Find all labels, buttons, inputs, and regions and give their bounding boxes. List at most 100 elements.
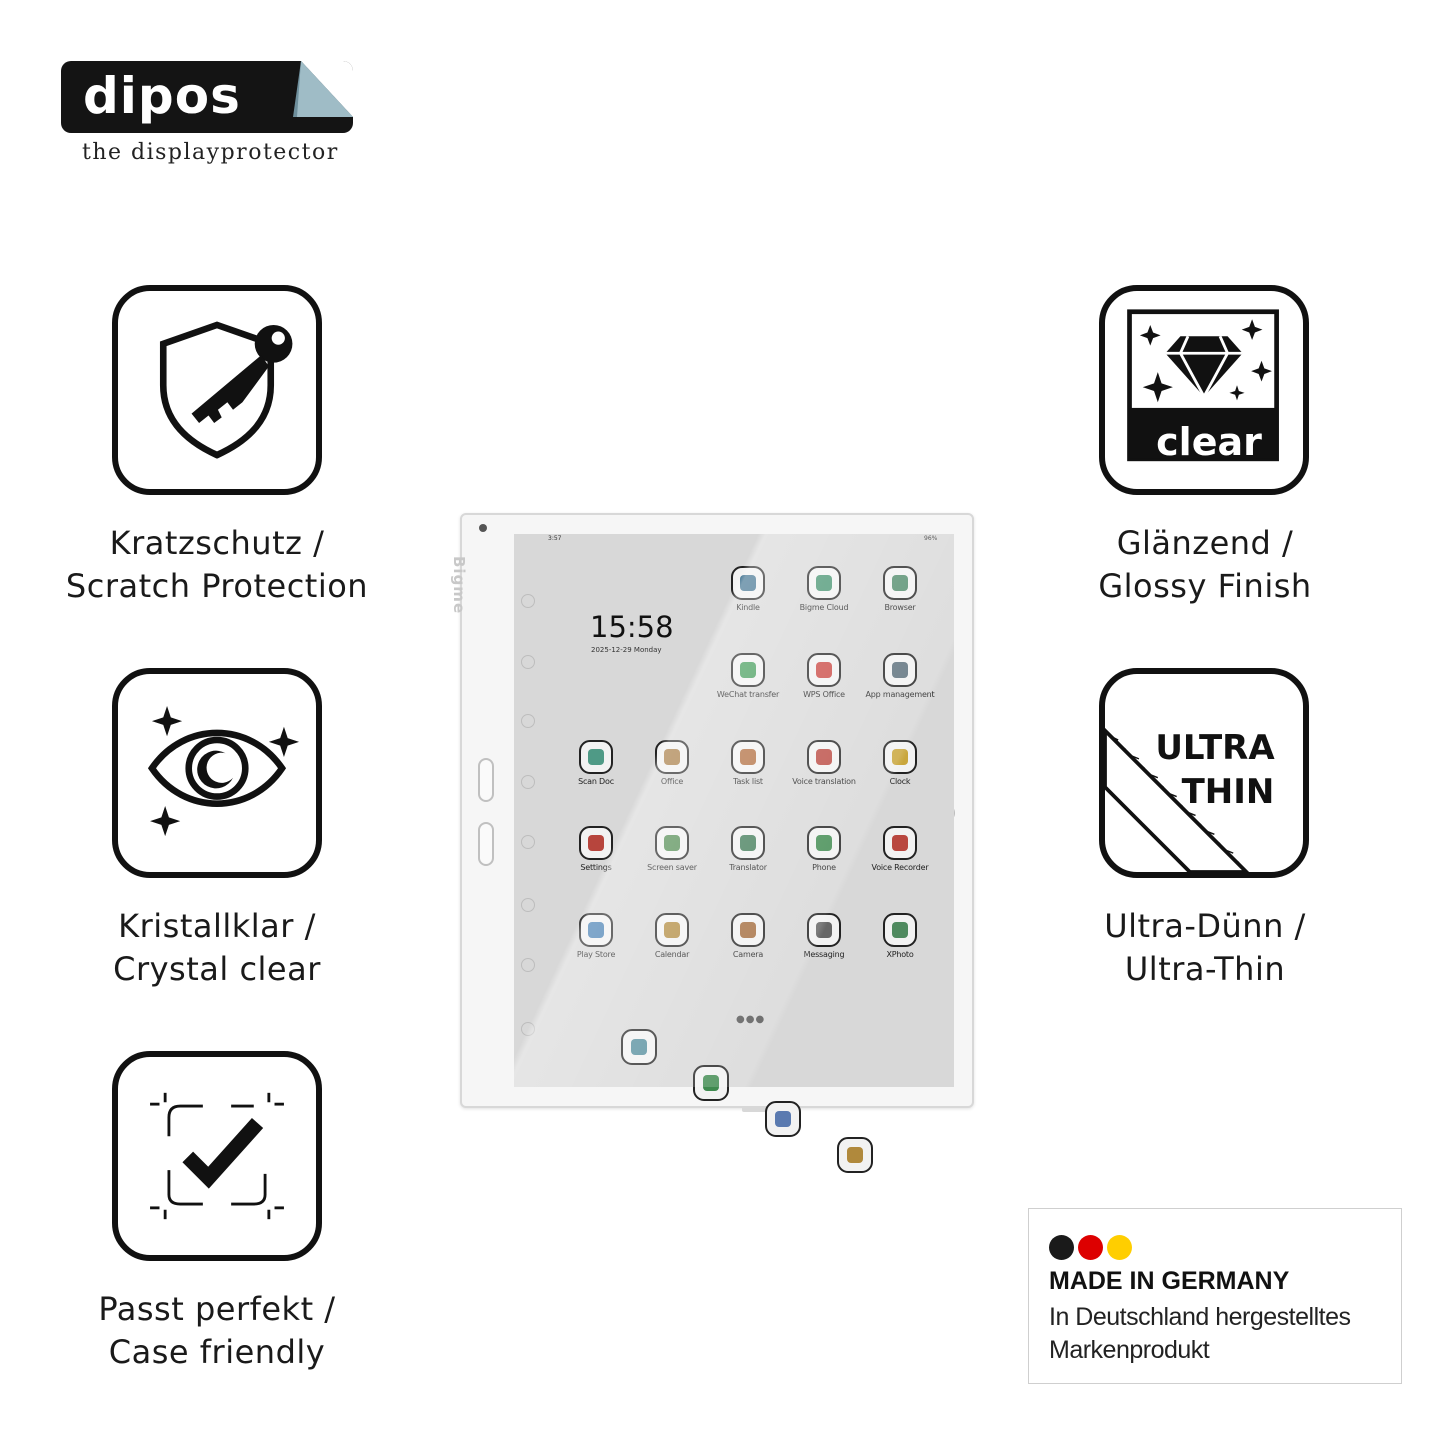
made-in-title: MADE IN GERMANY: [1049, 1267, 1290, 1295]
sync-icon[interactable]: [521, 958, 535, 972]
logo-fold-icon: [293, 61, 353, 117]
app-bigme-cloud[interactable]: Bigme Cloud: [789, 566, 859, 612]
app-office[interactable]: Office: [637, 740, 707, 786]
clear-badge-text: clear: [1156, 420, 1262, 464]
app-calendar[interactable]: Calendar: [637, 913, 707, 959]
shield-key-icon: [159, 321, 293, 459]
screen-saver-icon: [655, 826, 689, 860]
home-icon[interactable]: [521, 594, 535, 608]
camera-icon: [479, 524, 487, 532]
voice-recorder-icon: [883, 826, 917, 860]
app-play-store[interactable]: Play Store: [561, 913, 631, 959]
gear-icon[interactable]: [521, 714, 535, 728]
ultra-thin-ruler-icon: [1105, 727, 1250, 872]
wps-office-icon: [807, 653, 841, 687]
made-in-line2: Markenprodukt: [1049, 1336, 1210, 1364]
feature-scratch-protection: [112, 285, 322, 495]
feature-label-case: Passt perfekt / Case friendly: [17, 1288, 417, 1374]
feature-label-en: Ultra-Thin: [1124, 950, 1286, 988]
app-label: Browser: [884, 603, 916, 612]
app-label: Voice translation: [792, 777, 856, 786]
bigme-cloud-icon: [807, 566, 841, 600]
app-task-list[interactable]: Task list: [713, 740, 783, 786]
back-icon[interactable]: [521, 1022, 535, 1036]
date-widget: 2025-12-29 Monday: [591, 646, 662, 654]
app-label: Office: [660, 777, 684, 786]
flag-dot-gold: [1107, 1235, 1132, 1260]
brand-logo: dipos: [61, 61, 353, 133]
app-label: Phone: [812, 863, 836, 872]
app-clock[interactable]: Clock: [865, 740, 935, 786]
app-phone[interactable]: Phone: [789, 826, 859, 872]
app-screen-saver[interactable]: Screen saver: [637, 826, 707, 872]
app-voice-translation[interactable]: Voice translation: [789, 740, 859, 786]
app-voice-recorder[interactable]: Voice Recorder: [865, 826, 935, 872]
feature-label-de: Kristallklar /: [118, 907, 316, 945]
dock-contacts-icon[interactable]: [621, 1029, 657, 1065]
page-up-button[interactable]: [478, 758, 494, 802]
app-app-management[interactable]: App management: [865, 653, 935, 699]
feature-label-en: Crystal clear: [113, 950, 321, 988]
tablet-brand: Bigme: [450, 556, 468, 615]
refresh-icon[interactable]: [521, 655, 535, 669]
app-label: Calendar: [654, 950, 690, 959]
dock-files-icon[interactable]: [837, 1137, 873, 1173]
app-label: Translator: [729, 863, 767, 872]
app-xphoto[interactable]: XPhoto: [865, 913, 935, 959]
app-wechat-transfer[interactable]: WeChat transfer: [713, 653, 783, 699]
feature-crystal-clear: [112, 668, 322, 878]
settings-icon: [579, 826, 613, 860]
app-label: App management: [865, 690, 935, 699]
app-label: Scan Doc: [578, 777, 614, 786]
app-kindle[interactable]: Kindle: [713, 566, 783, 612]
ultra-badge-line2: THIN: [1181, 772, 1275, 812]
app-label: XPhoto: [886, 950, 914, 959]
camera-icon: [731, 913, 765, 947]
app-label: Play Store: [576, 950, 616, 959]
feature-label-crystal: Kristallklar / Crystal clear: [17, 905, 417, 991]
sliders-icon[interactable]: [521, 835, 535, 849]
feature-label-en: Case friendly: [108, 1333, 326, 1371]
apps-icon[interactable]: [521, 898, 535, 912]
translator-icon: [731, 826, 765, 860]
feature-ultra-thin: ULTRA THIN: [1099, 668, 1309, 878]
checkmark-frame-icon: [150, 1092, 284, 1220]
app-settings[interactable]: Settings: [561, 826, 631, 872]
scan-doc-icon: [579, 740, 613, 774]
logo-text: dipos: [83, 67, 241, 125]
app-translator[interactable]: Translator: [713, 826, 783, 872]
brand-tagline: the displayprotector: [82, 140, 339, 165]
messaging-icon: [807, 913, 841, 947]
app-label: Kindle: [736, 603, 760, 612]
made-in-germany-badge: MADE IN GERMANY In Deutschland hergestel…: [1028, 1208, 1402, 1384]
kindle-icon: [731, 566, 765, 600]
app-browser[interactable]: Browser: [865, 566, 935, 612]
status-time: 3:57: [548, 535, 562, 542]
app-label: Camera: [732, 950, 764, 959]
made-in-line1: In Deutschland hergestelltes: [1049, 1303, 1351, 1331]
task-list-icon: [731, 740, 765, 774]
page-down-button[interactable]: [478, 822, 494, 866]
contrast-icon[interactable]: [521, 775, 535, 789]
dock-library-icon[interactable]: [765, 1101, 801, 1137]
usb-port: [742, 1106, 776, 1112]
browser-icon: [883, 566, 917, 600]
app-label: Voice Recorder: [871, 863, 929, 872]
app-label: Clock: [889, 777, 911, 786]
diamond-clear-icon: [1127, 309, 1279, 462]
app-scan-doc[interactable]: Scan Doc: [561, 740, 631, 786]
app-camera[interactable]: Camera: [713, 913, 783, 959]
play-store-icon: [579, 913, 613, 947]
app-label: WPS Office: [803, 690, 845, 699]
flag-dot-black: [1049, 1235, 1074, 1260]
app-management-icon: [883, 653, 917, 687]
dock-notes-icon[interactable]: [693, 1065, 729, 1101]
wechat-transfer-icon: [731, 653, 765, 687]
eye-icon: [147, 706, 300, 837]
app-label: Bigme Cloud: [799, 603, 849, 612]
app-wps-office[interactable]: WPS Office: [789, 653, 859, 699]
feature-label-scratch: Kratzschutz / Scratch Protection: [17, 522, 417, 608]
clock-widget: 15:58: [590, 610, 674, 644]
app-messaging[interactable]: Messaging: [789, 913, 859, 959]
voice-translation-icon: [807, 740, 841, 774]
